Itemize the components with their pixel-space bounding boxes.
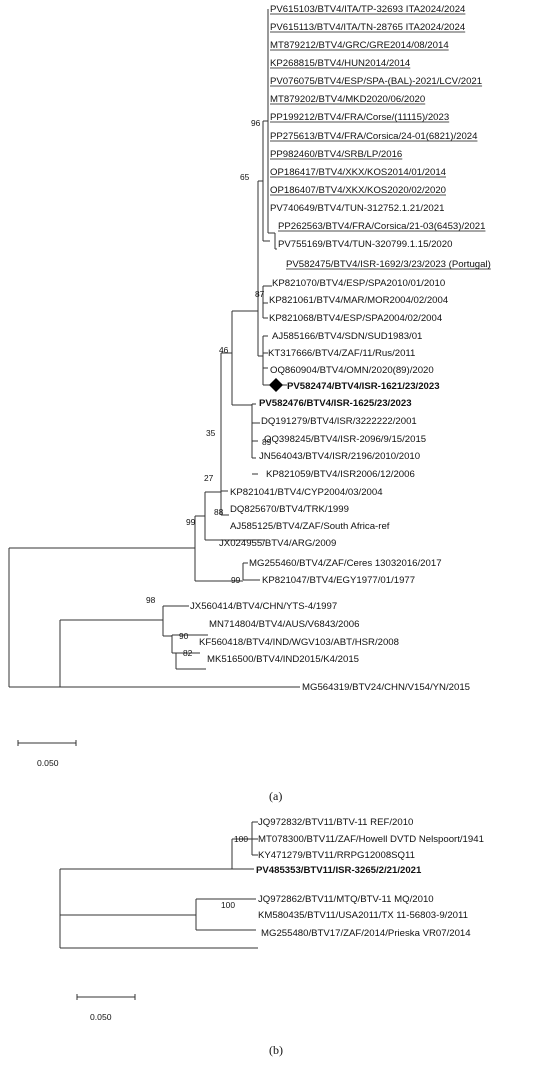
taxon-label: KP821068/BTV4/ESP/SPA2004/02/2004: [269, 313, 443, 324]
taxon-label: JQ972862/BTV11/MTQ/BTV-11 MQ/2010: [258, 894, 434, 905]
taxon-label: KP821041/BTV4/CYP2004/03/2004: [230, 487, 383, 498]
taxon-label: OQ860904/BTV4/OMN/2020(89)/2020: [270, 365, 434, 376]
taxon-label: PP199212/BTV4/FRA/Corse/(11115)/2023: [270, 112, 449, 123]
taxon-label: KP821070/BTV4/ESP/SPA2010/01/2010: [272, 278, 445, 289]
taxon-label: OP186417/BTV4/XKX/KOS2014/01/2014: [270, 167, 447, 178]
taxon-label: MK516500/BTV4/IND2015/K4/2015: [207, 654, 359, 665]
bootstrap-value: 99: [186, 517, 196, 527]
tree-b-bootstrap: 100 100: [221, 834, 248, 910]
bootstrap-value: 90: [179, 631, 189, 641]
panel-label-a: (a): [269, 789, 282, 803]
taxon-label: DQ825670/BTV4/TRK/1999: [230, 504, 349, 515]
taxon-label: MN714804/BTV4/AUS/V6843/2006: [209, 619, 359, 630]
taxon-label: KY471279/BTV11/RRPG12008SQ11: [258, 850, 415, 861]
bootstrap-value: 100: [221, 900, 235, 910]
taxon-label: MG564319/BTV24/CHN/V154/YN/2015: [302, 682, 470, 693]
scale-label-b: 0.050: [90, 1012, 112, 1022]
taxon-label: OP186407/BTV4/XKX/KOS2020/02/2020: [270, 185, 446, 196]
taxon-label: KF560418/BTV4/IND/WGV103/ABT/HSR/2008: [199, 637, 399, 648]
scale-bar-b: 0.050: [76, 994, 136, 1022]
taxon-label: KM580435/BTV11/USA2011/TX 11-56803-9/201…: [258, 910, 468, 921]
taxon-label: KT317666/BTV4/ZAF/11/Rus/2011: [268, 348, 415, 359]
taxon-label: PV615113/BTV4/ITA/TN-28765 ITA2024/2024: [270, 22, 466, 33]
taxon-label: MT078300/BTV11/ZAF/Howell DVTD Nelspoort…: [258, 834, 484, 845]
panel-label-b: (b): [269, 1043, 283, 1057]
scale-bar-a: 0.050: [17, 740, 77, 768]
tree-a-branches: [8, 9, 300, 688]
taxon-label: KP268815/BTV4/HUN2014/2014: [270, 58, 411, 69]
tree-b-labels: JQ972832/BTV11/BTV-11 REF/2010MT078300/B…: [256, 817, 484, 939]
taxon-label: KP821047/BTV4/EGY1977/01/1977: [262, 575, 415, 586]
bootstrap-value: 96: [251, 118, 261, 128]
diamond-marker-icon: [269, 378, 283, 392]
taxon-label: AJ585166/BTV4/SDN/SUD1983/01: [272, 331, 422, 342]
taxon-label: PV582476/BTV4/ISR-1625/23/2023: [259, 398, 412, 409]
bootstrap-value: 46: [219, 345, 229, 355]
taxon-label: MT879212/BTV4/GRC/GRE2014/08/2014: [270, 40, 449, 51]
bootstrap-value: 87: [255, 289, 265, 299]
tree-b-branches: [59, 821, 258, 949]
bootstrap-value: 89: [262, 437, 272, 447]
taxon-label: PV582475/BTV4/ISR-1692/3/23/2023 (Portug…: [286, 259, 491, 270]
bootstrap-value: 100: [234, 834, 248, 844]
taxon-label: JX024955/BTV4/ARG/2009: [219, 538, 336, 549]
bootstrap-value: 35: [206, 428, 216, 438]
tree-a-labels: PV615103/BTV4/ITA/TP-32693 ITA2024/2024P…: [190, 4, 491, 693]
taxon-label: KP821061/BTV4/MAR/MOR2004/02/2004: [269, 295, 449, 306]
taxon-label: PV076075/BTV4/ESP/SPA-(BAL)-2021/LCV/202…: [270, 76, 482, 87]
taxon-label: PP262563/BTV4/FRA/Corsica/21-03(6453)/20…: [278, 221, 485, 232]
taxon-label: JQ972832/BTV11/BTV-11 REF/2010: [258, 817, 413, 828]
bootstrap-value: 98: [146, 595, 156, 605]
taxon-label: PV582474/BTV4/ISR-1621/23/2023: [287, 381, 440, 392]
scale-label-a: 0.050: [37, 758, 59, 768]
tree-a-bootstrap: 96 65 87 46 35 89 27 99 88 99 98 90 82: [146, 118, 272, 658]
taxon-label: PV615103/BTV4/ITA/TP-32693 ITA2024/2024: [270, 4, 466, 15]
bootstrap-value: 88: [214, 507, 224, 517]
taxon-label: PV755169/BTV4/TUN-320799.1.15/2020: [278, 239, 452, 250]
bootstrap-value: 27: [204, 473, 214, 483]
taxon-label: PV740649/BTV4/TUN-312752.1.21/2021: [270, 203, 444, 214]
taxon-label: AJ585125/BTV4/ZAF/South Africa-ref: [230, 521, 390, 532]
taxon-label: PP982460/BTV4/SRB/LP/2016: [270, 149, 402, 160]
taxon-label: JX560414/BTV4/CHN/YTS-4/1997: [190, 601, 337, 612]
taxon-label: OQ398245/BTV4/ISR-2096/9/15/2015: [264, 434, 426, 445]
bootstrap-value: 99: [231, 575, 241, 585]
taxon-label: KP821059/BTV4/ISR2006/12/2006: [266, 469, 415, 480]
taxon-label: MG255480/BTV17/ZAF/2014/Prieska VR07/201…: [261, 928, 471, 939]
taxon-label: MG255460/BTV4/ZAF/Ceres 13032016/2017: [249, 558, 442, 569]
taxon-label: PV485353/BTV11/ISR-3265/2/21/2021: [256, 865, 422, 876]
taxon-label: MT879202/BTV4/MKD2020/06/2020: [270, 94, 425, 105]
bootstrap-value: 82: [183, 648, 193, 658]
bootstrap-value: 65: [240, 172, 250, 182]
taxon-label: DQ191279/BTV4/ISR/3222222/2001: [261, 416, 417, 427]
taxon-label: PP275613/BTV4/FRA/Corsica/24-01(6821)/20…: [270, 131, 478, 142]
taxon-label: JN564043/BTV4/ISR/2196/2010/2010: [259, 451, 420, 462]
